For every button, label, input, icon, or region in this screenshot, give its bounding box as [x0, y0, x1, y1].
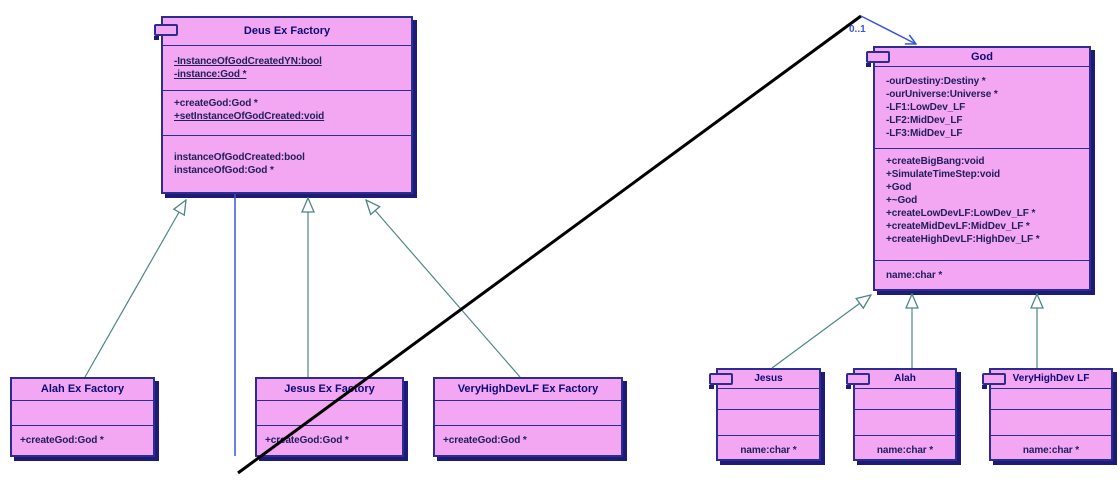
operations-compartment: +createGod:God *	[257, 425, 402, 457]
class-box-jesus-ex-factory[interactable]: Jesus Ex Factory +createGod:God *	[255, 377, 404, 457]
property-row: name:char *	[886, 270, 943, 281]
operation-row: +God	[886, 182, 912, 193]
attribute-row: -LF3:MidDev_LF	[886, 128, 963, 139]
class-title: VeryHighDev LF	[1012, 373, 1090, 384]
class-box-alah-ex-factory[interactable]: Alah Ex Factory +createGod:God *	[10, 377, 155, 457]
attributes-compartment	[435, 400, 621, 425]
attribute-row: -instance:God *	[174, 69, 247, 80]
class-title: Alah	[894, 373, 916, 384]
property-row: name:char *	[1022, 445, 1080, 456]
operations-compartment: +createGod:God *	[12, 425, 153, 457]
attributes-compartment: -ourDestiny:Destiny * -ourUniverse:Unive…	[875, 66, 1089, 148]
attributes-compartment	[855, 388, 955, 409]
operation-row: +createGod:God *	[265, 435, 349, 446]
properties-compartment: name:char *	[718, 435, 819, 463]
class-box-god[interactable]: God -ourDestiny:Destiny * -ourUniverse:U…	[866, 46, 1091, 293]
property-row: name:char *	[740, 445, 797, 456]
association-arrow-to-god[interactable]	[860, 15, 916, 44]
attribute-row: -ourDestiny:Destiny *	[886, 76, 986, 87]
operation-row: +createHighDevLF:HighDev_LF *	[886, 234, 1040, 245]
operation-row: +createBigBang:void	[886, 156, 985, 167]
operations-compartment: +createGod:God *	[435, 425, 621, 457]
operation-row: +createGod:God *	[174, 98, 258, 109]
generalization-arrow-alahfactory-to-deus[interactable]	[84, 200, 186, 378]
properties-compartment: instanceOfGodCreated:bool instanceOfGod:…	[163, 135, 411, 192]
properties-compartment: name:char *	[991, 435, 1111, 463]
class-glyph-icon	[982, 373, 1006, 389]
class-box-veryhighdevlf-ex-factory[interactable]: VeryHighDevLF Ex Factory +createGod:God …	[433, 377, 623, 457]
operations-compartment: +createGod:God * +setInstanceOfGodCreate…	[163, 90, 411, 135]
attributes-compartment	[718, 388, 819, 409]
attributes-compartment	[991, 388, 1111, 409]
attributes-compartment: -InstanceOfGodCreatedYN:bool -instance:G…	[163, 45, 411, 90]
operation-row: +createGod:God *	[20, 435, 104, 446]
operation-row: +SimulateTimeStep:void	[886, 169, 1001, 180]
attribute-row: -LF2:MidDev_LF	[886, 115, 963, 126]
property-row: name:char *	[876, 445, 934, 456]
class-title: VeryHighDevLF Ex Factory	[457, 383, 599, 395]
generalization-arrow-jesus-to-god[interactable]	[771, 295, 871, 369]
property-row: instanceOfGodCreated:bool	[174, 152, 305, 163]
operation-row: +setInstanceOfGodCreated:void	[174, 111, 325, 122]
class-box-jesus[interactable]: Jesus name:char *	[709, 368, 821, 463]
class-box-deus-ex-factory[interactable]: Deus Ex Factory -InstanceOfGodCreatedYN:…	[154, 16, 413, 194]
property-row: instanceOfGod:God *	[174, 165, 274, 176]
class-title: God	[971, 51, 993, 63]
attributes-compartment	[12, 400, 153, 425]
generalization-arrow-vhdfactory-to-deus[interactable]	[366, 200, 521, 378]
operation-row: +createLowDevLF:LowDev_LF *	[886, 208, 1036, 219]
association-multiplicity-label: 0..1	[849, 24, 866, 35]
operation-row: +createMidDevLF:MidDev_LF *	[886, 221, 1030, 232]
operation-row: +~God	[886, 195, 918, 206]
operations-compartment	[855, 409, 955, 435]
class-title: Jesus Ex Factory	[284, 383, 375, 395]
class-glyph-icon	[846, 373, 870, 389]
operations-compartment	[991, 409, 1111, 435]
attribute-row: -InstanceOfGodCreatedYN:bool	[174, 56, 322, 67]
class-box-alah[interactable]: Alah name:char *	[846, 368, 957, 463]
class-glyph-icon	[154, 24, 178, 40]
class-box-veryhighdev-lf[interactable]: VeryHighDev LF name:char *	[982, 368, 1113, 463]
class-title: Jesus	[754, 373, 783, 384]
operations-compartment: +createBigBang:void +SimulateTimeStep:vo…	[875, 148, 1089, 260]
class-glyph-icon	[866, 51, 890, 67]
operation-row: +createGod:God *	[443, 435, 527, 446]
attribute-row: -ourUniverse:Universe *	[886, 89, 998, 100]
class-title: Deus Ex Factory	[243, 25, 331, 37]
properties-compartment: name:char *	[855, 435, 955, 463]
properties-compartment: name:char *	[875, 260, 1089, 293]
attribute-row: -LF1:LowDev_LF	[886, 102, 966, 113]
attributes-compartment	[257, 400, 402, 425]
class-title: Alah Ex Factory	[40, 383, 125, 395]
operations-compartment	[718, 409, 819, 435]
class-glyph-icon	[709, 373, 733, 389]
